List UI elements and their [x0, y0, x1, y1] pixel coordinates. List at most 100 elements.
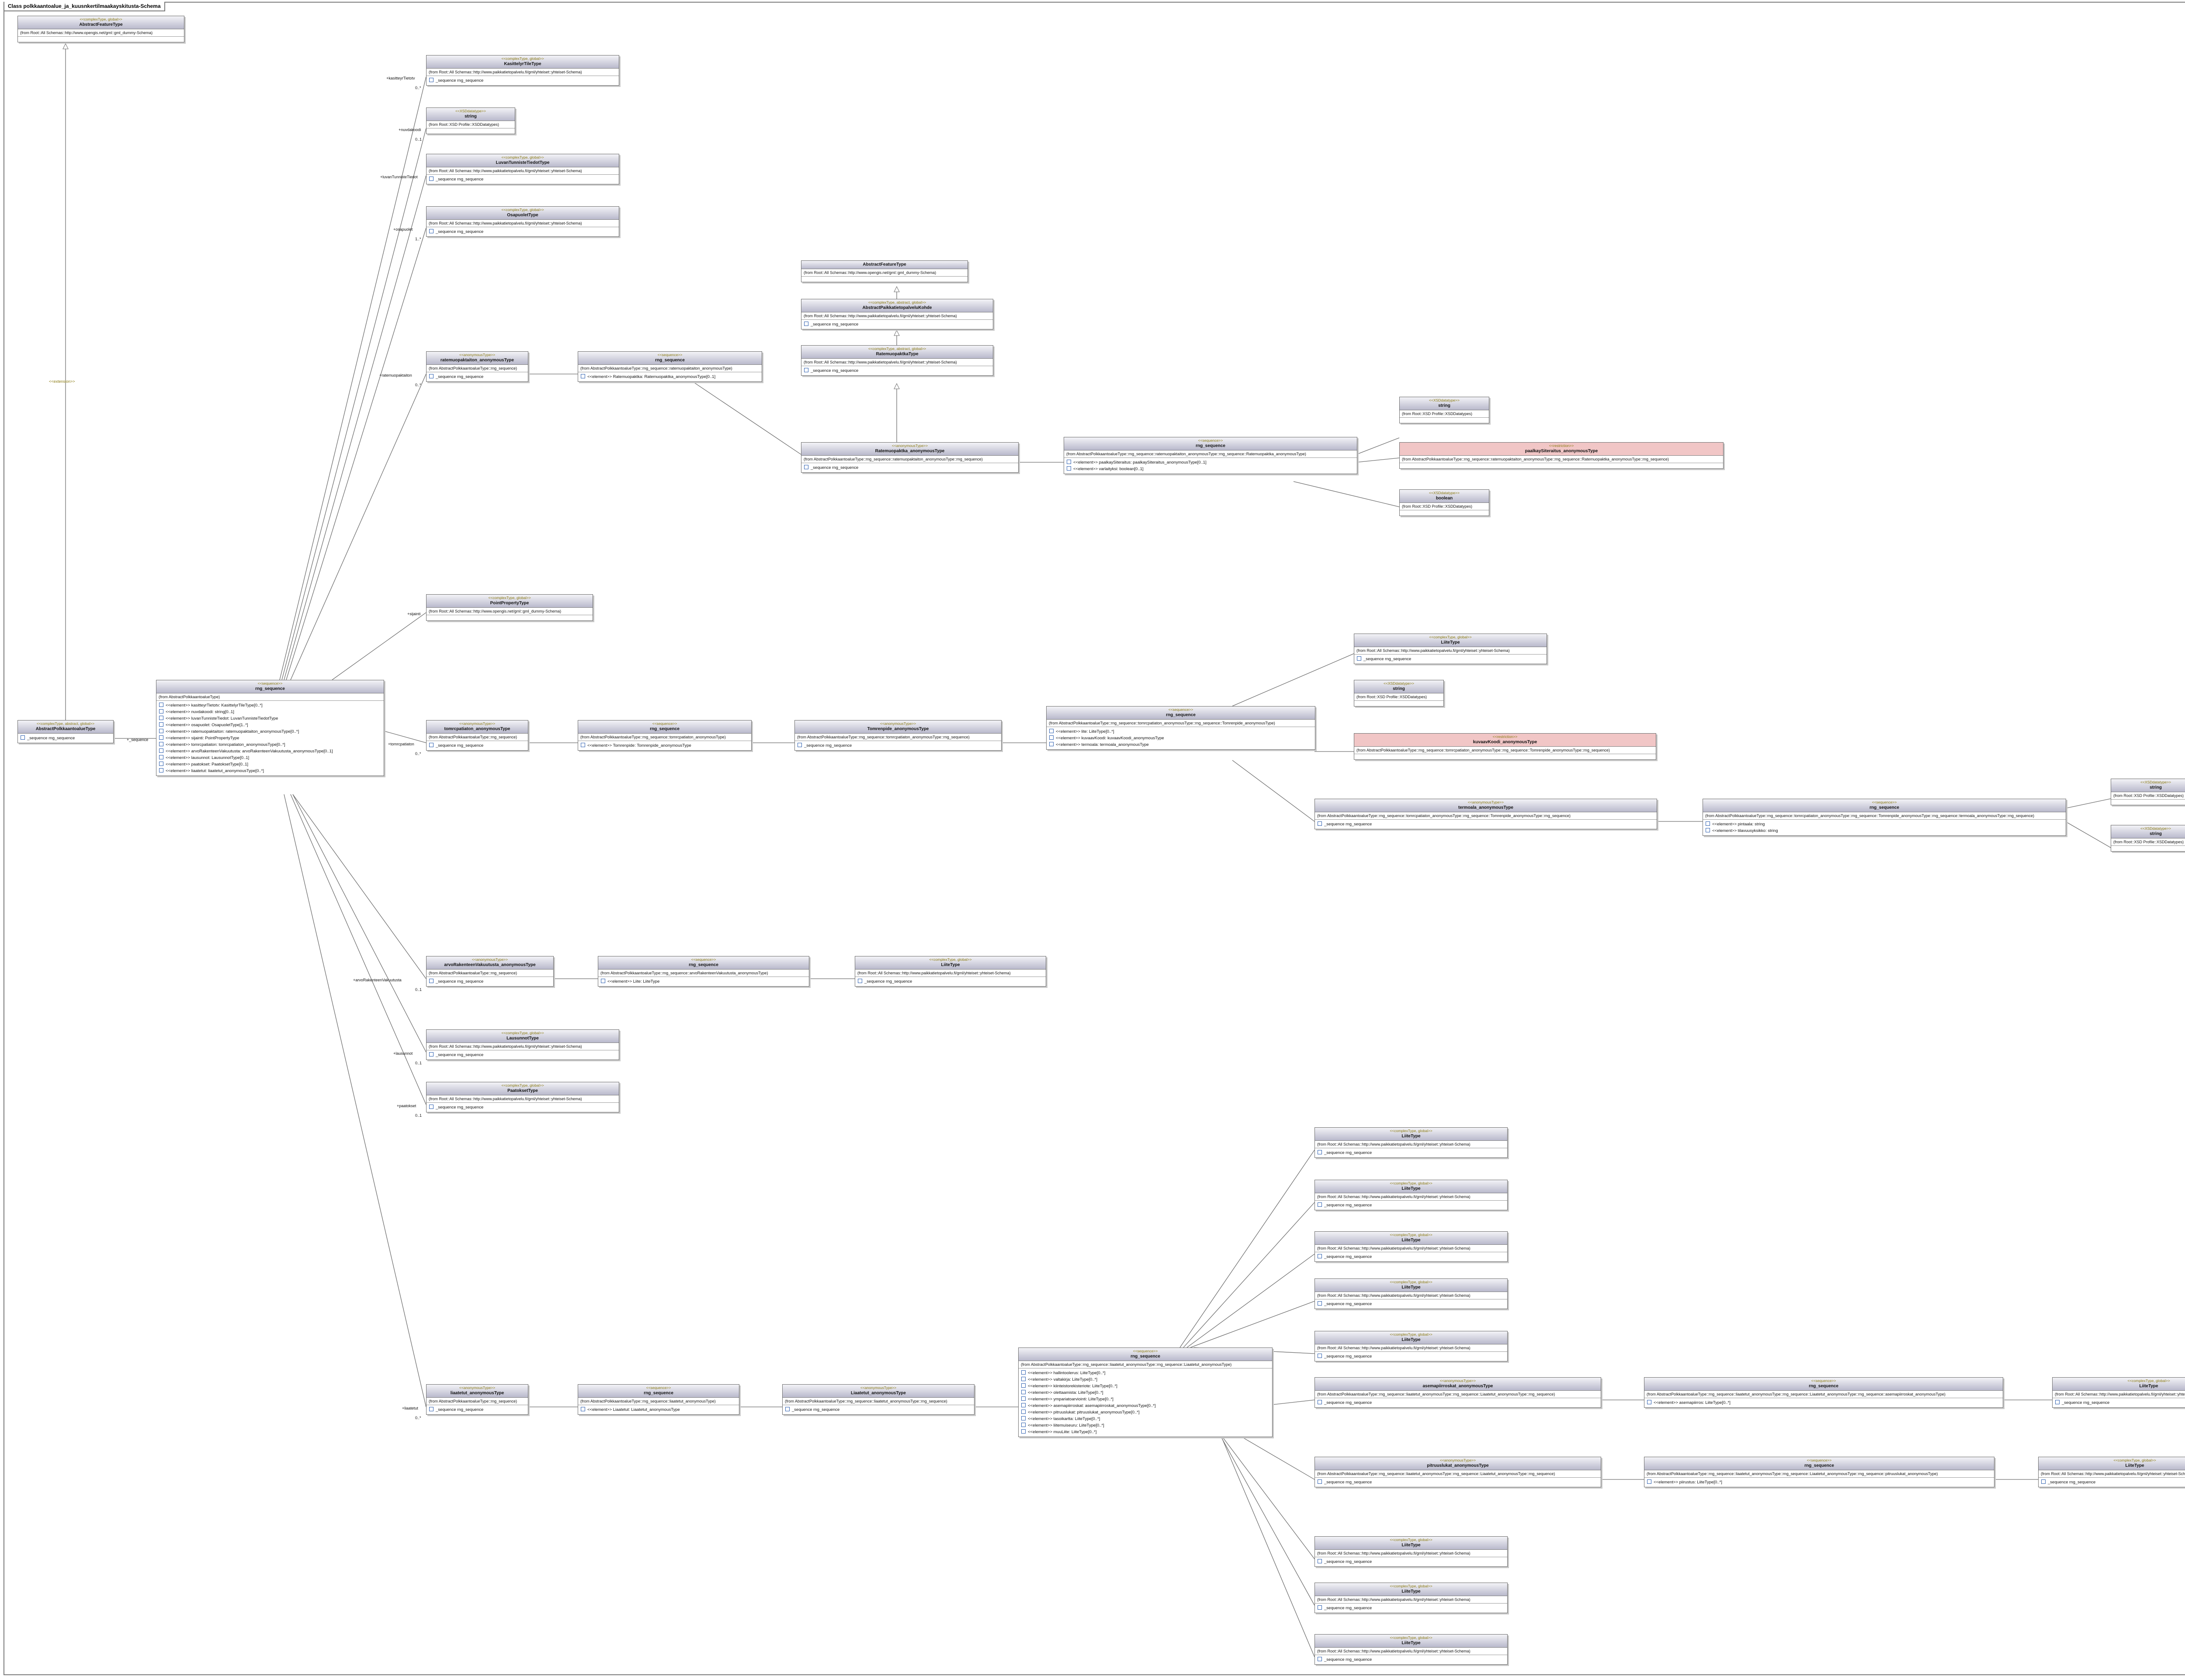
class-attribute: <<element>> pitruuslukat: pitruuslukat_a…: [1021, 1409, 1269, 1416]
class-attributes: _sequence rng_sequence: [1315, 1604, 1507, 1613]
class-box[interactable]: <<complexType, abstract, global>>Abstrac…: [801, 299, 993, 329]
class-box[interactable]: <<XSDdatatype>>string(from Root::XSD Pro…: [2111, 825, 2185, 852]
class-stereotype: <<XSDdatatype>>: [1384, 681, 1414, 686]
class-stereotype: <<anonymousType>>: [459, 1386, 496, 1390]
class-box[interactable]: <<anonymousType>>liaatetut_anonymousType…: [426, 1384, 528, 1415]
class-box[interactable]: <<complexType, global>>PointPropertyType…: [426, 594, 593, 621]
class-box[interactable]: <<sequence>>rng_sequence(from AbstractPo…: [1644, 1457, 1994, 1487]
class-box[interactable]: <<complexType, global>>AbstractFeatureTy…: [17, 16, 184, 42]
class-box[interactable]: <<complexType, global>>LiiteType(from Ro…: [1314, 1634, 1508, 1665]
class-attributes: _sequence rng_sequence: [1315, 820, 1657, 829]
class-name: LiiteType: [2125, 1463, 2144, 1468]
class-box[interactable]: <<complexType, abstract, global>>Ratemuo…: [801, 345, 993, 376]
class-stereotype: <<sequence>>: [1168, 707, 1193, 712]
class-box[interactable]: <<anonymousType>>Liaatetut_anonymousType…: [782, 1384, 975, 1415]
class-box[interactable]: <<complexType, global>>LiiteType(from Ro…: [2052, 1377, 2185, 1408]
class-attributes: _sequence rng_sequence: [801, 320, 993, 329]
class-attribute: <<element>> liitemuiseuru: LiiteType[0..…: [1021, 1422, 1269, 1429]
class-box[interactable]: <<anonymousType>>termoala_anonymousType(…: [1314, 799, 1657, 829]
class-attribute: _sequence rng_sequence: [1318, 1353, 1505, 1360]
class-attribute: _sequence rng_sequence: [2055, 1399, 2185, 1406]
class-stereotype: <<complexType, global>>: [501, 1031, 544, 1035]
class-box[interactable]: <<complexType, global>>PaatoksetType(fro…: [426, 1082, 619, 1112]
class-box[interactable]: <<sequence>>rng_sequence(from AbstractPo…: [598, 956, 809, 987]
class-box[interactable]: <<complexType, global>>LiiteType(from Ro…: [1314, 1536, 1508, 1567]
class-box[interactable]: <<complexType, global>>LiiteType(from Ro…: [1314, 1231, 1508, 1262]
class-origin: (from AbstractPolkkaantoalueType::rng_se…: [1644, 1391, 2003, 1398]
class-box[interactable]: <<sequence>>rng_sequence(from AbstractPo…: [1064, 437, 1357, 474]
class-box[interactable]: <<complexType, global>>LiiteType(from Ro…: [1354, 634, 1547, 664]
class-origin: (from AbstractPolkkaantoalueType::rng_se…: [578, 365, 762, 372]
class-box[interactable]: <<complexType, abstract, global>>Abstrac…: [17, 720, 114, 743]
class-box[interactable]: <<XSDdatatype>>string(from Root::XSD Pro…: [426, 107, 515, 134]
class-box[interactable]: <<complexType, global>>KasittelyrTileTyp…: [426, 55, 619, 86]
class-header: <<complexType, global>>LiiteType: [2039, 1457, 2185, 1470]
class-attribute: <<element>> asemapiirroskat: asemapiirro…: [1021, 1403, 1269, 1409]
class-attribute: _sequence rng_sequence: [804, 367, 990, 374]
class-box[interactable]: <<anonymousType>>arvoRakenteenVakuutusta…: [426, 956, 554, 987]
class-box[interactable]: AbstractFeatureType(from Root::All Schem…: [801, 260, 968, 282]
class-attribute: <<element>> osapuolet: OsapuoletType[1..…: [159, 722, 381, 728]
class-box[interactable]: <<XSDdatatype>>string(from Root::XSD Pro…: [1354, 680, 1444, 707]
class-box[interactable]: <<sequence>>rng_sequence(from AbstractPo…: [578, 351, 762, 382]
attribute-icon: [581, 374, 585, 378]
class-attributes: <<element>> Tomrenpide: Tomrenpide_anony…: [578, 741, 751, 750]
class-header: <<anonymousType>>ratemuopaktaiton_anonym…: [427, 352, 528, 365]
class-box[interactable]: <<anonymousType>>pitruuslukat_anonymousT…: [1314, 1457, 1601, 1487]
class-box[interactable]: <<XSDdatatype>>string(from Root::XSD Pro…: [1399, 397, 1489, 423]
class-box[interactable]: <<anonymousType>>Ratemuopaktka_anonymous…: [801, 442, 1019, 473]
class-box[interactable]: <<sequence>>rng_sequence(from AbstractPo…: [1644, 1377, 2003, 1408]
class-box[interactable]: <<XSDdatatype>>boolean(from Root::XSD Pr…: [1399, 489, 1489, 516]
class-box[interactable]: <<complexType, global>>LausunnotType(fro…: [426, 1029, 619, 1060]
class-header: <<sequence>>rng_sequence: [1644, 1457, 1994, 1470]
class-box[interactable]: <<sequence>>rng_sequence(from AbstractPo…: [1046, 706, 1315, 750]
class-box[interactable]: <<complexType, global>>LiiteType(from Ro…: [1314, 1127, 1508, 1158]
class-box[interactable]: <<XSDdatatype>>string(from Root::XSD Pro…: [2111, 779, 2185, 805]
class-box[interactable]: <<complexType, global>>LiiteType(from Ro…: [1314, 1278, 1508, 1309]
class-box[interactable]: <<anonymousType>>asemapiirroskat_anonymo…: [1314, 1377, 1601, 1408]
class-box[interactable]: <<sequence>>rng_sequence(from AbstractPo…: [1703, 799, 2066, 836]
class-attribute: <<element>> liaatetut: liaatetut_anonymo…: [159, 768, 381, 774]
class-box[interactable]: <<complexType, global>>OsapuoletType(fro…: [426, 206, 619, 237]
class-attributes: [1400, 510, 1489, 516]
class-origin: (from Root::All Schemas::http://www.paik…: [801, 312, 993, 320]
class-box[interactable]: <<restriction>>kuvaavKoodi_anonymousType…: [1354, 733, 1656, 760]
class-box[interactable]: <<complexType, global>>LiiteType(from Ro…: [1314, 1583, 1508, 1613]
attribute-icon: [1021, 1370, 1026, 1375]
attribute-icon: [1021, 1410, 1026, 1414]
class-name: LiiteType: [1401, 1589, 1421, 1594]
class-origin: (from Root::All Schemas::http://www.paik…: [2053, 1391, 2185, 1398]
class-stereotype: <<complexType, global>>: [929, 957, 972, 962]
role-label: +lausunnot: [393, 1051, 413, 1056]
class-header: <<complexType, global>>LiiteType: [1315, 1583, 1507, 1596]
class-header: <<sequence>>rng_sequence: [156, 680, 384, 693]
class-box[interactable]: <<complexType, global>>LiiteType(from Ro…: [2038, 1457, 2185, 1487]
attribute-text: <<element>> ympariatoarviointi: LiiteTyp…: [1028, 1397, 1113, 1402]
class-box[interactable]: <<anonymousType>>tomrcpatiaton_anonymous…: [426, 720, 528, 751]
class-stereotype: <<complexType, global>>: [1429, 635, 1472, 639]
class-box[interactable]: <<sequence>>rng_sequence(from AbstractPo…: [1018, 1347, 1273, 1437]
class-origin: (from AbstractPolkkaantoalueType::rng_se…: [801, 456, 1018, 463]
class-stereotype: <<sequence>>: [646, 1386, 671, 1390]
class-box[interactable]: <<complexType, global>>LiiteType(from Ro…: [855, 956, 1046, 987]
class-box[interactable]: <<complexType, global>>LiiteType(from Ro…: [1314, 1180, 1508, 1210]
class-name: LiiteType: [1401, 1285, 1421, 1290]
class-header: <<anonymousType>>tomrcpatiaton_anonymous…: [427, 720, 528, 734]
attribute-icon: [1318, 1400, 1322, 1404]
attribute-text: _sequence rng_sequence: [436, 1407, 484, 1412]
class-attribute: _sequence rng_sequence: [785, 1406, 971, 1413]
class-name: LiiteType: [1401, 1186, 1421, 1191]
attribute-icon: [1021, 1377, 1026, 1381]
class-attributes: _sequence rng_sequence: [2039, 1478, 2185, 1487]
generalization-arrowhead: [894, 329, 900, 336]
class-box[interactable]: <<anonymousType>>ratemuopaktaiton_anonym…: [426, 351, 528, 382]
class-box[interactable]: <<anonymousType>>Tomrenpide_anonymousTyp…: [794, 720, 1002, 751]
attribute-text: _sequence rng_sequence: [1324, 1302, 1372, 1306]
class-origin: (from Root::All Schemas::http://www.paik…: [427, 167, 619, 175]
class-box[interactable]: <<sequence>>rng_sequence(from AbstractPo…: [156, 680, 384, 776]
class-box[interactable]: <<sequence>>rng_sequence(from AbstractPo…: [578, 1384, 739, 1415]
class-box[interactable]: <<restriction>>paalkaySiteraitus_anonymo…: [1399, 442, 1724, 469]
class-box[interactable]: <<complexType, global>>LiiteType(from Ro…: [1314, 1331, 1508, 1361]
class-box[interactable]: <<complexType, global>>LuvanTunnisteTied…: [426, 154, 619, 184]
class-box[interactable]: <<sequence>>rng_sequence(from AbstractPo…: [578, 720, 752, 751]
